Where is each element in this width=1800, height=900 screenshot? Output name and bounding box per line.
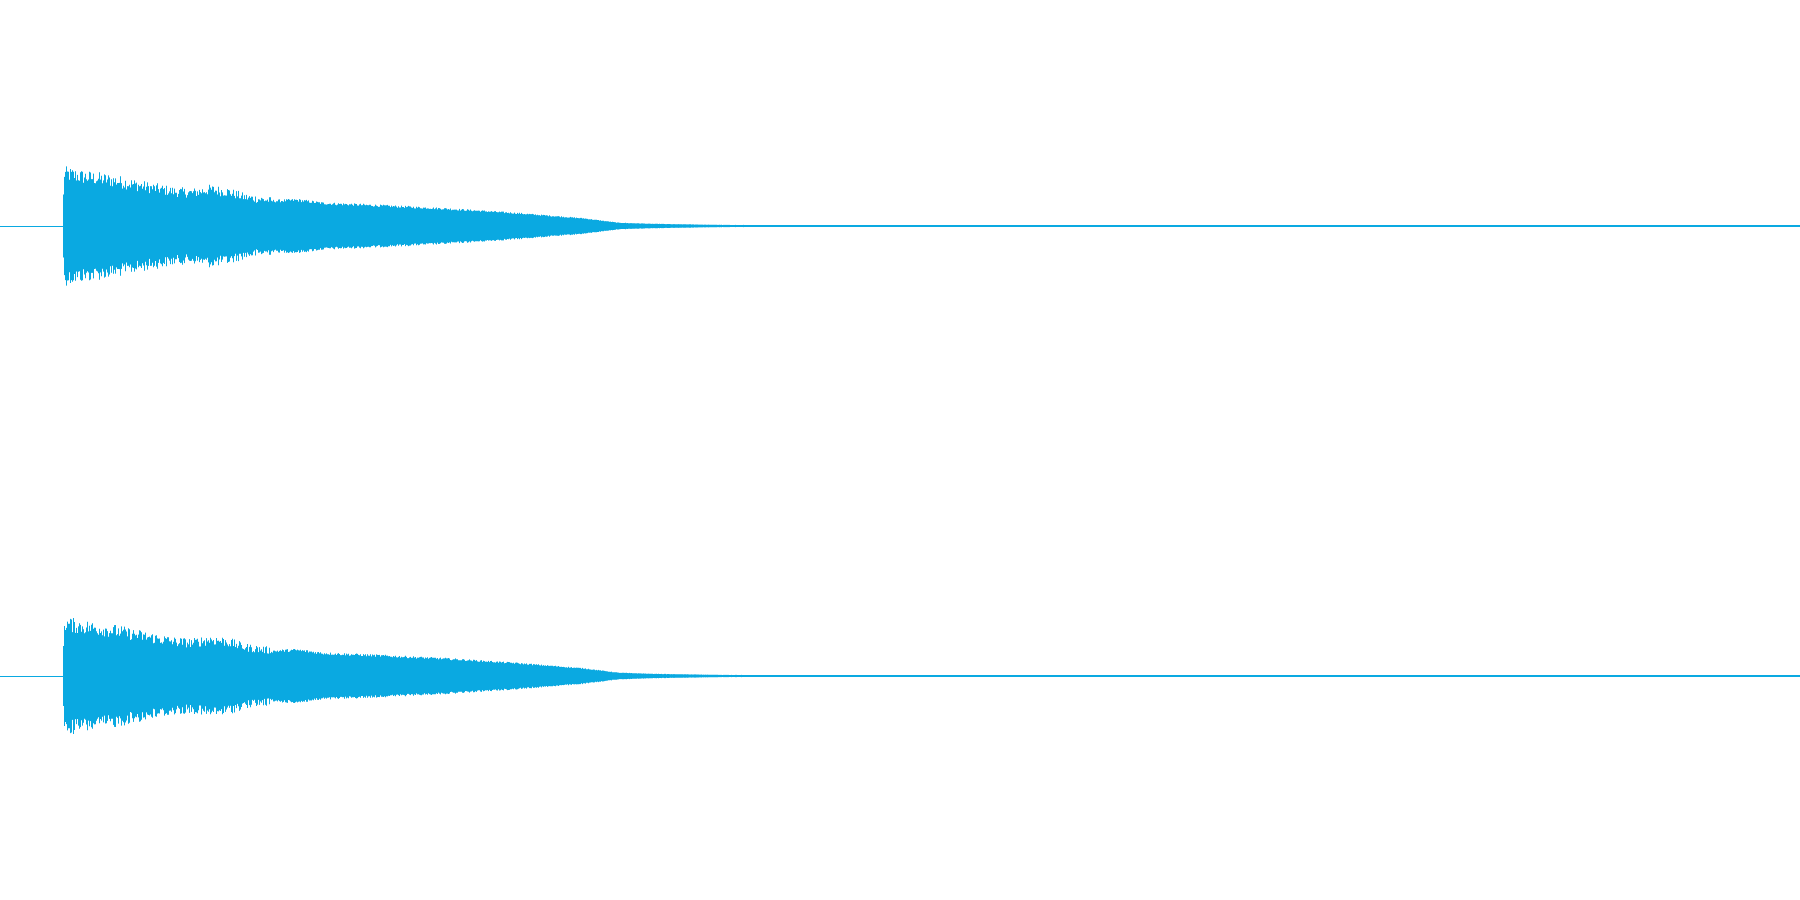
channel-1-samples bbox=[63, 166, 1800, 286]
channel-2-samples bbox=[63, 618, 1800, 734]
channel-1-waveform bbox=[63, 166, 1800, 286]
channel-2-waveform bbox=[63, 618, 1800, 734]
